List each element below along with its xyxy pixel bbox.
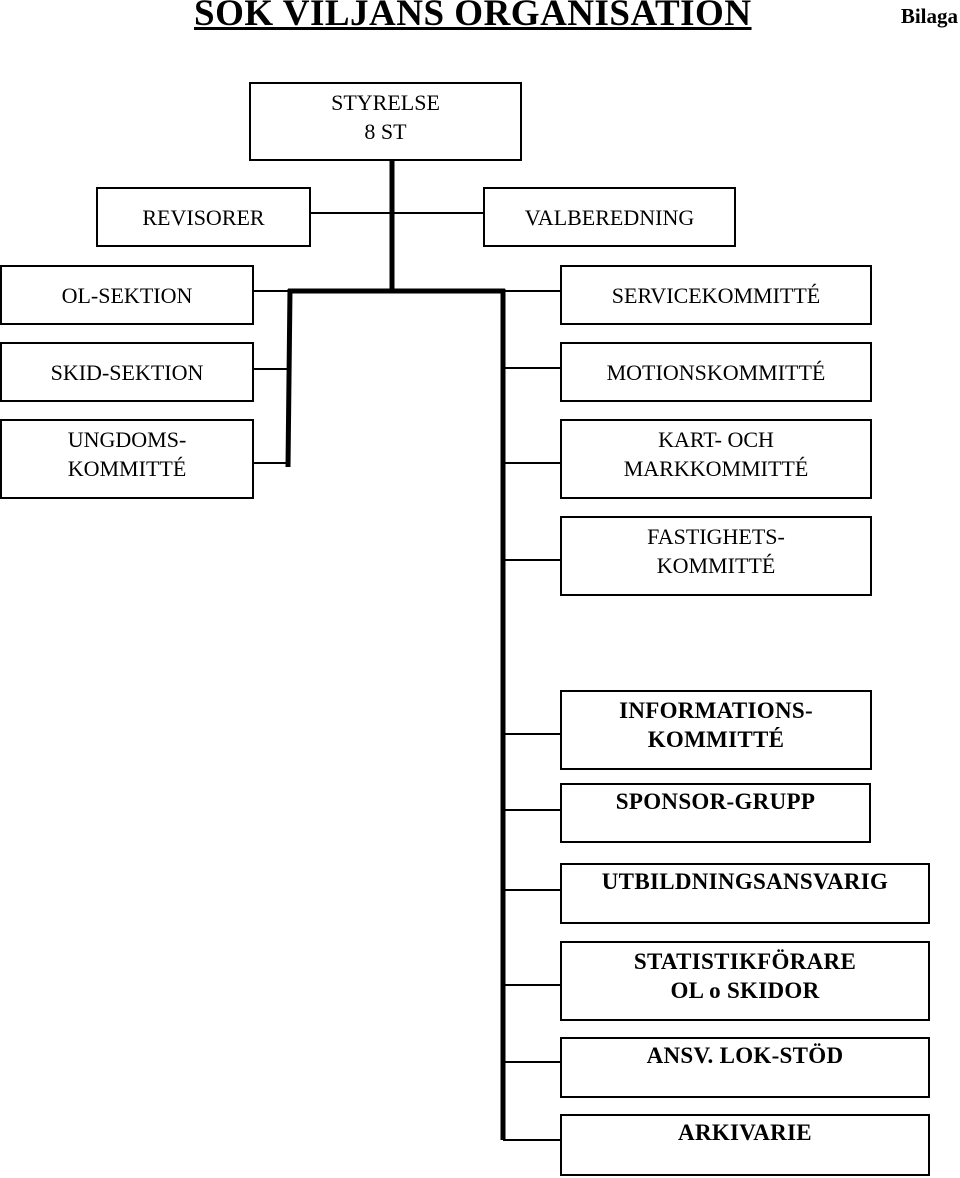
information-label-2: KOMMITTÉ bbox=[647, 727, 785, 752]
utbildning-label: UTBILDNINGSANSVARIG bbox=[601, 869, 889, 894]
utbildning-box: UTBILDNINGSANSVARIG bbox=[560, 863, 930, 924]
kart-label-2: MARKKOMMITTÉ bbox=[623, 456, 809, 481]
skid-sektion-label: SKID-SEKTION bbox=[50, 359, 204, 385]
fastighet-label-2: KOMMITTÉ bbox=[656, 553, 776, 578]
service-label: SERVICEKOMMITTÉ bbox=[611, 282, 821, 308]
lokstod-label: ANSV. LOK-STÖD bbox=[646, 1043, 844, 1068]
statistik-label-1: STATISTIKFÖRARE bbox=[633, 949, 857, 974]
revisorer-label: REVISORER bbox=[142, 204, 265, 230]
arkivarie-box: ARKIVARIE bbox=[560, 1114, 930, 1176]
appendix-label: Bilaga bbox=[900, 4, 958, 28]
statistik-label-2: OL o SKIDOR bbox=[670, 978, 820, 1003]
ungdom-label-1: UNGDOMS- bbox=[67, 427, 187, 452]
information-box: INFORMATIONS- KOMMITTÉ bbox=[560, 690, 872, 770]
fastighet-box: FASTIGHETS- KOMMITTÉ bbox=[560, 516, 872, 596]
styrelse-count: 8 ST bbox=[364, 119, 407, 144]
fastighet-label-1: FASTIGHETS- bbox=[647, 524, 785, 549]
kart-box: KART- OCH MARKKOMMITTÉ bbox=[560, 419, 872, 499]
motion-box: MOTIONSKOMMITTÉ bbox=[560, 342, 872, 402]
arkivarie-label: ARKIVARIE bbox=[678, 1120, 812, 1145]
left-vertical bbox=[285, 288, 293, 468]
ungdom-box: UNGDOMS- KOMMITTÉ bbox=[0, 419, 254, 499]
styrelse-box: STYRELSE 8 ST bbox=[249, 82, 522, 161]
valberedning-label: VALBEREDNING bbox=[524, 204, 695, 230]
page-title: SOK VILJANS ORGANISATION bbox=[194, 0, 752, 34]
revisorer-box: REVISORER bbox=[96, 187, 311, 247]
ungdom-label-2: KOMMITTÉ bbox=[67, 456, 187, 481]
service-box: SERVICEKOMMITTÉ bbox=[560, 265, 872, 325]
valberedning-box: VALBEREDNING bbox=[483, 187, 736, 247]
skid-sektion-box: SKID-SEKTION bbox=[0, 342, 254, 402]
motion-label: MOTIONSKOMMITTÉ bbox=[606, 359, 826, 385]
sponsor-label: SPONSOR-GRUPP bbox=[615, 789, 816, 814]
kart-label-1: KART- OCH bbox=[658, 427, 774, 452]
styrelse-label: STYRELSE bbox=[331, 90, 440, 115]
statistik-box: STATISTIKFÖRARE OL o SKIDOR bbox=[560, 941, 930, 1021]
lokstod-box: ANSV. LOK-STÖD bbox=[560, 1037, 930, 1098]
sponsor-box: SPONSOR-GRUPP bbox=[560, 783, 871, 843]
ol-sektion-label: OL-SEKTION bbox=[61, 282, 193, 308]
information-label-1: INFORMATIONS- bbox=[619, 698, 813, 723]
ol-sektion-box: OL-SEKTION bbox=[0, 265, 254, 325]
